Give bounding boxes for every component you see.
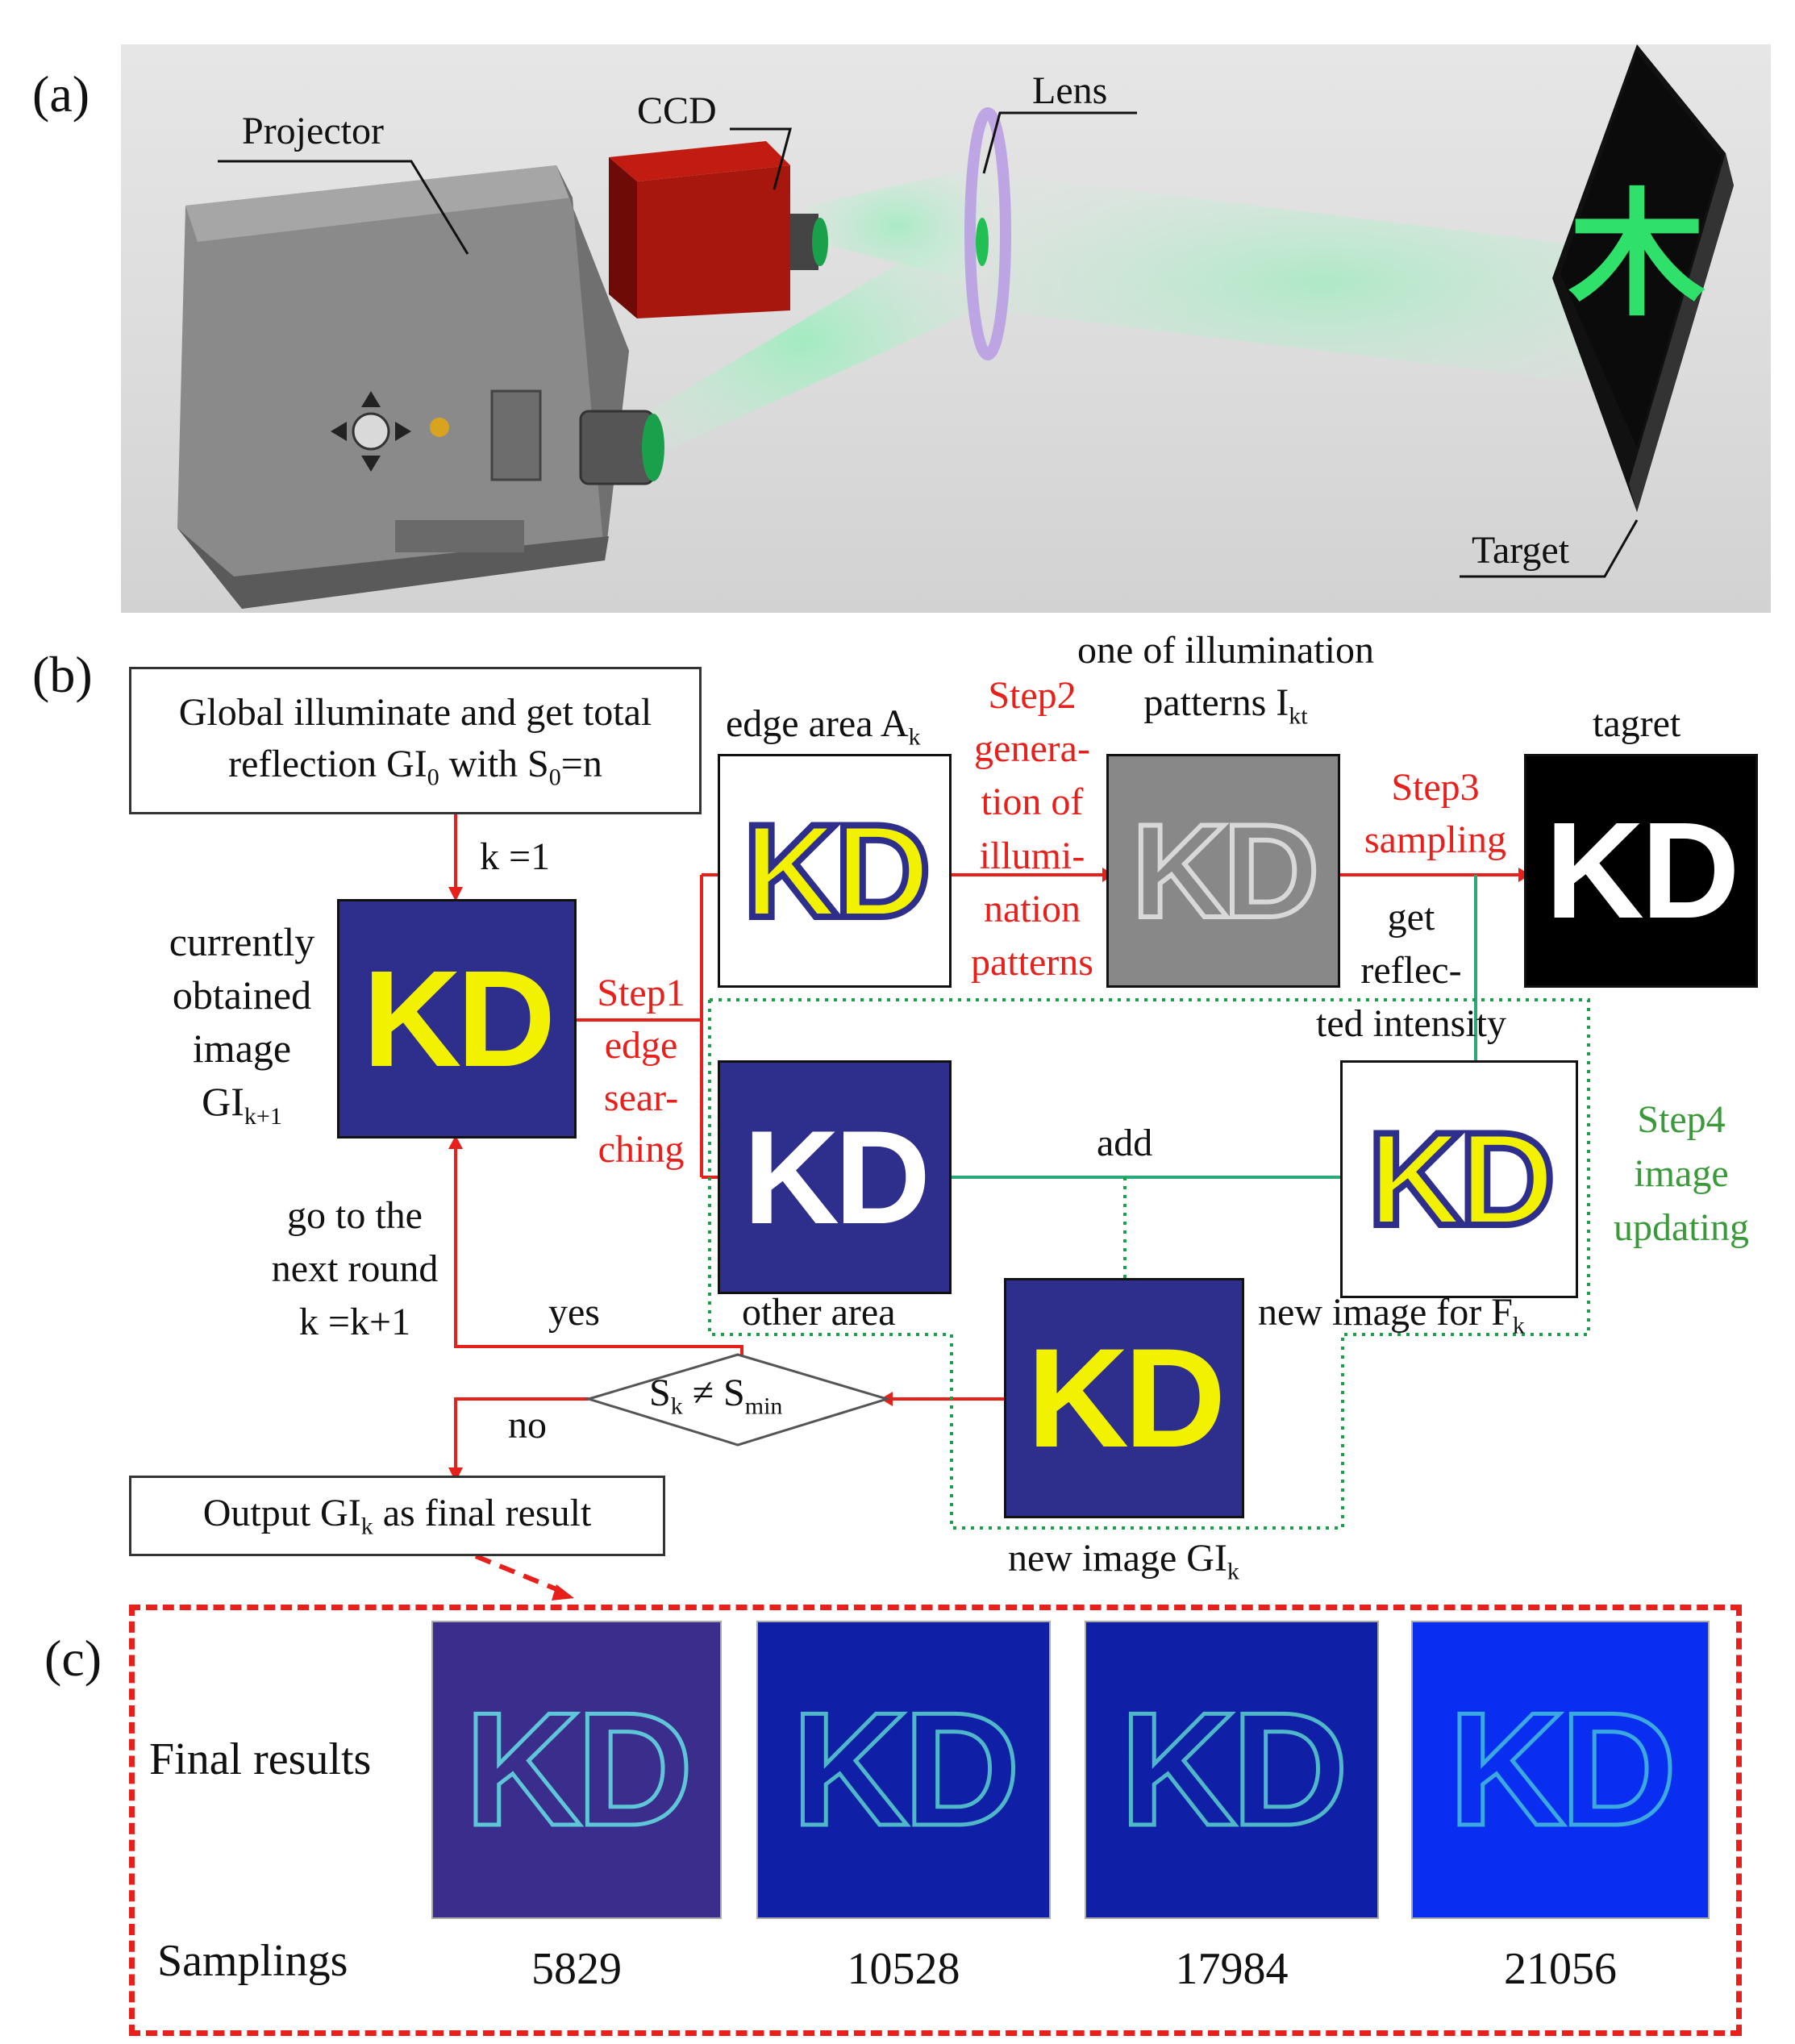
edge-area-tile: KD: [718, 754, 952, 988]
final-results-label: Final results: [149, 1734, 372, 1784]
projector-leader: [218, 160, 469, 255]
result-4-kd: KD: [1447, 1678, 1679, 1862]
other-area-kd: KD: [743, 1102, 931, 1251]
start-line2: reflection GI: [228, 743, 427, 786]
decision-diamond: [584, 1353, 892, 1447]
projection-beam: [629, 218, 976, 464]
panel-a-letter: (a): [32, 65, 90, 123]
target-leader: [1460, 519, 1639, 578]
line-no-to-output: [454, 1397, 589, 1476]
ccd-camera: [609, 141, 828, 318]
ccd-label: CCD: [637, 90, 717, 132]
target-kd: KD: [1545, 794, 1740, 947]
edge-area-kd: KD: [740, 793, 934, 948]
setup-illustration: 木: [177, 44, 1734, 609]
projector-label: Projector: [242, 110, 384, 152]
yes-label: yes: [548, 1291, 600, 1334]
k-init-label: k =1: [480, 835, 551, 878]
step1-label: Step1 edge sear- ching: [597, 972, 685, 1172]
result-2-kd: KD: [790, 1678, 1022, 1862]
samplings-label: Samplings: [157, 1936, 348, 1986]
sampling-value-4: 21056: [1504, 1944, 1617, 1994]
go-next-label: go to the next round k =k+1: [271, 1194, 439, 1344]
setup-scene: 木 Projector CCD Lens Target: [121, 44, 1771, 613]
new-image-fk-kd: KD: [1364, 1101, 1558, 1256]
result-3-kd: KD: [1118, 1678, 1351, 1862]
start-line1: Global illuminate and get total: [178, 690, 652, 734]
panel-c-letter: (c): [44, 1630, 102, 1687]
lens-label: Lens: [1032, 69, 1108, 112]
ccd-beam: [806, 165, 988, 286]
edge-area-title: edge area Ak: [726, 702, 921, 751]
other-area-tile: KD: [718, 1060, 952, 1294]
new-image-fk-tile: KD: [1340, 1060, 1578, 1298]
result-tile-2: KD: [756, 1621, 1051, 1919]
lens-leader: [982, 111, 1137, 174]
reflected-beam: [992, 173, 1653, 391]
other-area-label: other area: [742, 1291, 896, 1334]
result-tile-3: KD: [1085, 1621, 1379, 1919]
step4-label: Step4 image updating: [1614, 1098, 1749, 1250]
result-tile-4: KD: [1411, 1621, 1710, 1919]
reflected-label: get reflec- ted intensity: [1316, 896, 1506, 1046]
step2-label: Step2 genera- tion of illumi- nation pat…: [971, 674, 1093, 985]
illum-pattern-tile: KD: [1106, 754, 1340, 988]
start-box: Global illuminate and get total reflecti…: [129, 667, 702, 814]
svg-text:木: 木: [1568, 176, 1705, 335]
new-image-fk-label: new image for Fk: [1258, 1291, 1525, 1339]
no-label: no: [508, 1404, 547, 1447]
target-label: Target: [1472, 529, 1570, 572]
new-image-gik-kd: KD: [1027, 1319, 1227, 1477]
current-image-kd: KD: [362, 942, 556, 1096]
decision-text: Sk ≠ Smin: [649, 1372, 783, 1420]
panel-b-letter: (b): [32, 646, 93, 703]
target-tile: KD: [1524, 754, 1758, 988]
output-box: Output GIk as final result: [129, 1476, 665, 1556]
projector-lens: [579, 410, 664, 485]
result-1-kd: KD: [463, 1678, 695, 1862]
new-image-gik-label: new image GIk: [1008, 1537, 1239, 1585]
target-plate: 木: [1552, 44, 1734, 512]
new-image-gik-tile: KD: [1004, 1278, 1244, 1518]
sampling-value-3: 17984: [1175, 1944, 1289, 1994]
current-image-caption: currently obtained image GIk+1: [169, 919, 315, 1130]
sampling-value-2: 10528: [847, 1944, 960, 1994]
illum-pattern-title: one of illumination patterns Ikt: [1077, 629, 1374, 730]
target-title: tagret: [1593, 702, 1681, 745]
result-tile-1: KD: [431, 1621, 722, 1919]
current-image-tile: KD: [337, 899, 577, 1139]
ccd-leader: [730, 127, 792, 190]
lens-ring: [964, 107, 1011, 360]
add-label: add: [1097, 1122, 1153, 1164]
illum-pattern-kd: KD: [1130, 794, 1322, 947]
final-results-frame: [129, 1605, 1742, 2036]
pointer-to-results: [474, 1554, 566, 1595]
sampling-value-1: 5829: [531, 1944, 622, 1994]
step3-label: Step3 sampling: [1364, 766, 1506, 861]
